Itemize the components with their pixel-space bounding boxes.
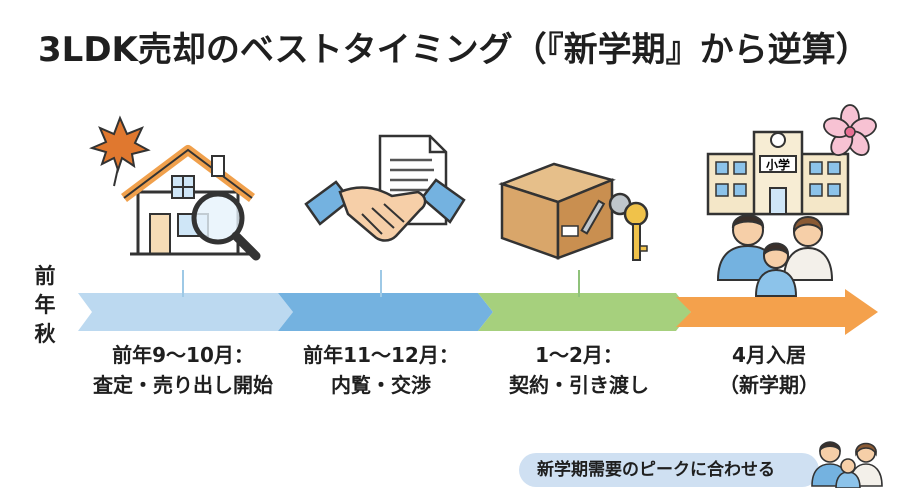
school-family-icon: 小学 — [706, 104, 877, 297]
stage-2-period: 前年11〜12月： — [303, 343, 459, 367]
stage-caption-2: 前年11〜12月： 内覧・交渉 — [276, 340, 486, 400]
timeline-arrow — [676, 289, 878, 335]
stage-4-action: （新学期） — [719, 373, 819, 397]
stage-3-period: 1〜2月： — [535, 343, 623, 367]
stage-caption-1: 前年9〜10月： 査定・売り出し開始 — [78, 340, 288, 400]
box-keys-icon — [498, 162, 649, 261]
school-sign-text: 小学 — [766, 157, 790, 172]
timeline-segment-3 — [478, 293, 691, 331]
page-title: 3LDK売却のベストタイミング（『新学期』から逆算） — [38, 30, 870, 70]
house-magnifier-icon — [89, 115, 261, 261]
timeline-segment-1 — [78, 293, 293, 331]
peak-demand-badge: 新学期需要のピークに合わせる — [519, 453, 819, 487]
handshake-document-icon — [304, 134, 466, 242]
stage-4-period: 4月入居 — [732, 343, 806, 367]
stage-caption-3: 1〜2月： 契約・引き渡し — [474, 340, 684, 400]
family-icon — [811, 441, 883, 488]
stage-2-action: 内覧・交渉 — [331, 373, 431, 397]
stage-3-action: 契約・引き渡し — [509, 373, 649, 397]
start-label: 前年秋 — [34, 264, 56, 346]
stage-1-period: 前年9〜10月： — [112, 343, 254, 367]
stage-1-action: 査定・売り出し開始 — [93, 373, 273, 397]
stage-caption-4: 4月入居 （新学期） — [664, 340, 874, 400]
timeline-segment-2 — [278, 293, 493, 331]
